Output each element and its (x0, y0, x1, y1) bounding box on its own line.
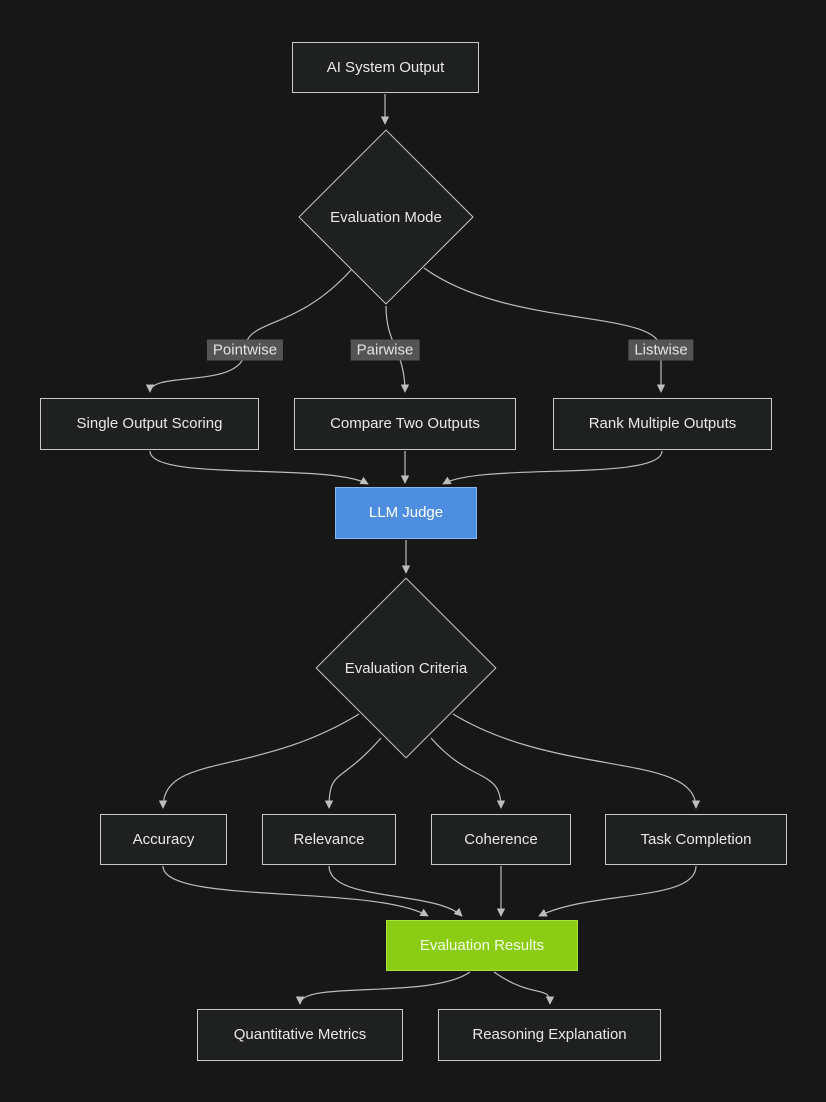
node-coherence: Coherence (431, 814, 571, 865)
node-llm-judge: LLM Judge (335, 487, 477, 539)
node-evaluation-mode: Evaluation Mode (298, 129, 474, 305)
node-relevance-label: Relevance (293, 830, 365, 848)
node-evaluation-criteria-label: Evaluation Criteria (344, 659, 468, 677)
node-quantitative-metrics: Quantitative Metrics (197, 1009, 403, 1061)
node-task-completion: Task Completion (605, 814, 787, 865)
node-reasoning-explanation: Reasoning Explanation (438, 1009, 661, 1061)
node-relevance: Relevance (262, 814, 396, 865)
node-evaluation-criteria: Evaluation Criteria (315, 577, 497, 759)
node-rank-multiple-outputs: Rank Multiple Outputs (553, 398, 772, 450)
node-compare-two-outputs-label: Compare Two Outputs (330, 415, 480, 432)
node-rank-multiple-outputs-label: Rank Multiple Outputs (588, 415, 737, 432)
edge-label-pointwise: Pointwise (206, 339, 284, 361)
node-task-completion-label: Task Completion (640, 830, 752, 848)
node-single-output-scoring-label: Single Output Scoring (76, 415, 223, 432)
node-evaluation-results: Evaluation Results (386, 920, 578, 971)
edge-label-pairwise: Pairwise (350, 339, 420, 361)
node-ai-system-output-label: AI System Output (326, 58, 445, 76)
node-evaluation-mode-label: Evaluation Mode (330, 208, 442, 226)
node-llm-judge-label: LLM Judge (368, 504, 444, 521)
node-reasoning-explanation-label: Reasoning Explanation (472, 1026, 627, 1043)
node-quantitative-metrics-label: Quantitative Metrics (233, 1026, 367, 1043)
node-ai-system-output: AI System Output (292, 42, 479, 93)
node-single-output-scoring: Single Output Scoring (40, 398, 259, 450)
edge-label-listwise: Listwise (628, 339, 694, 361)
node-coherence-label: Coherence (464, 830, 538, 848)
node-accuracy-label: Accuracy (132, 830, 195, 848)
node-compare-two-outputs: Compare Two Outputs (294, 398, 516, 450)
node-evaluation-results-label: Evaluation Results (419, 936, 545, 954)
node-accuracy: Accuracy (100, 814, 227, 865)
